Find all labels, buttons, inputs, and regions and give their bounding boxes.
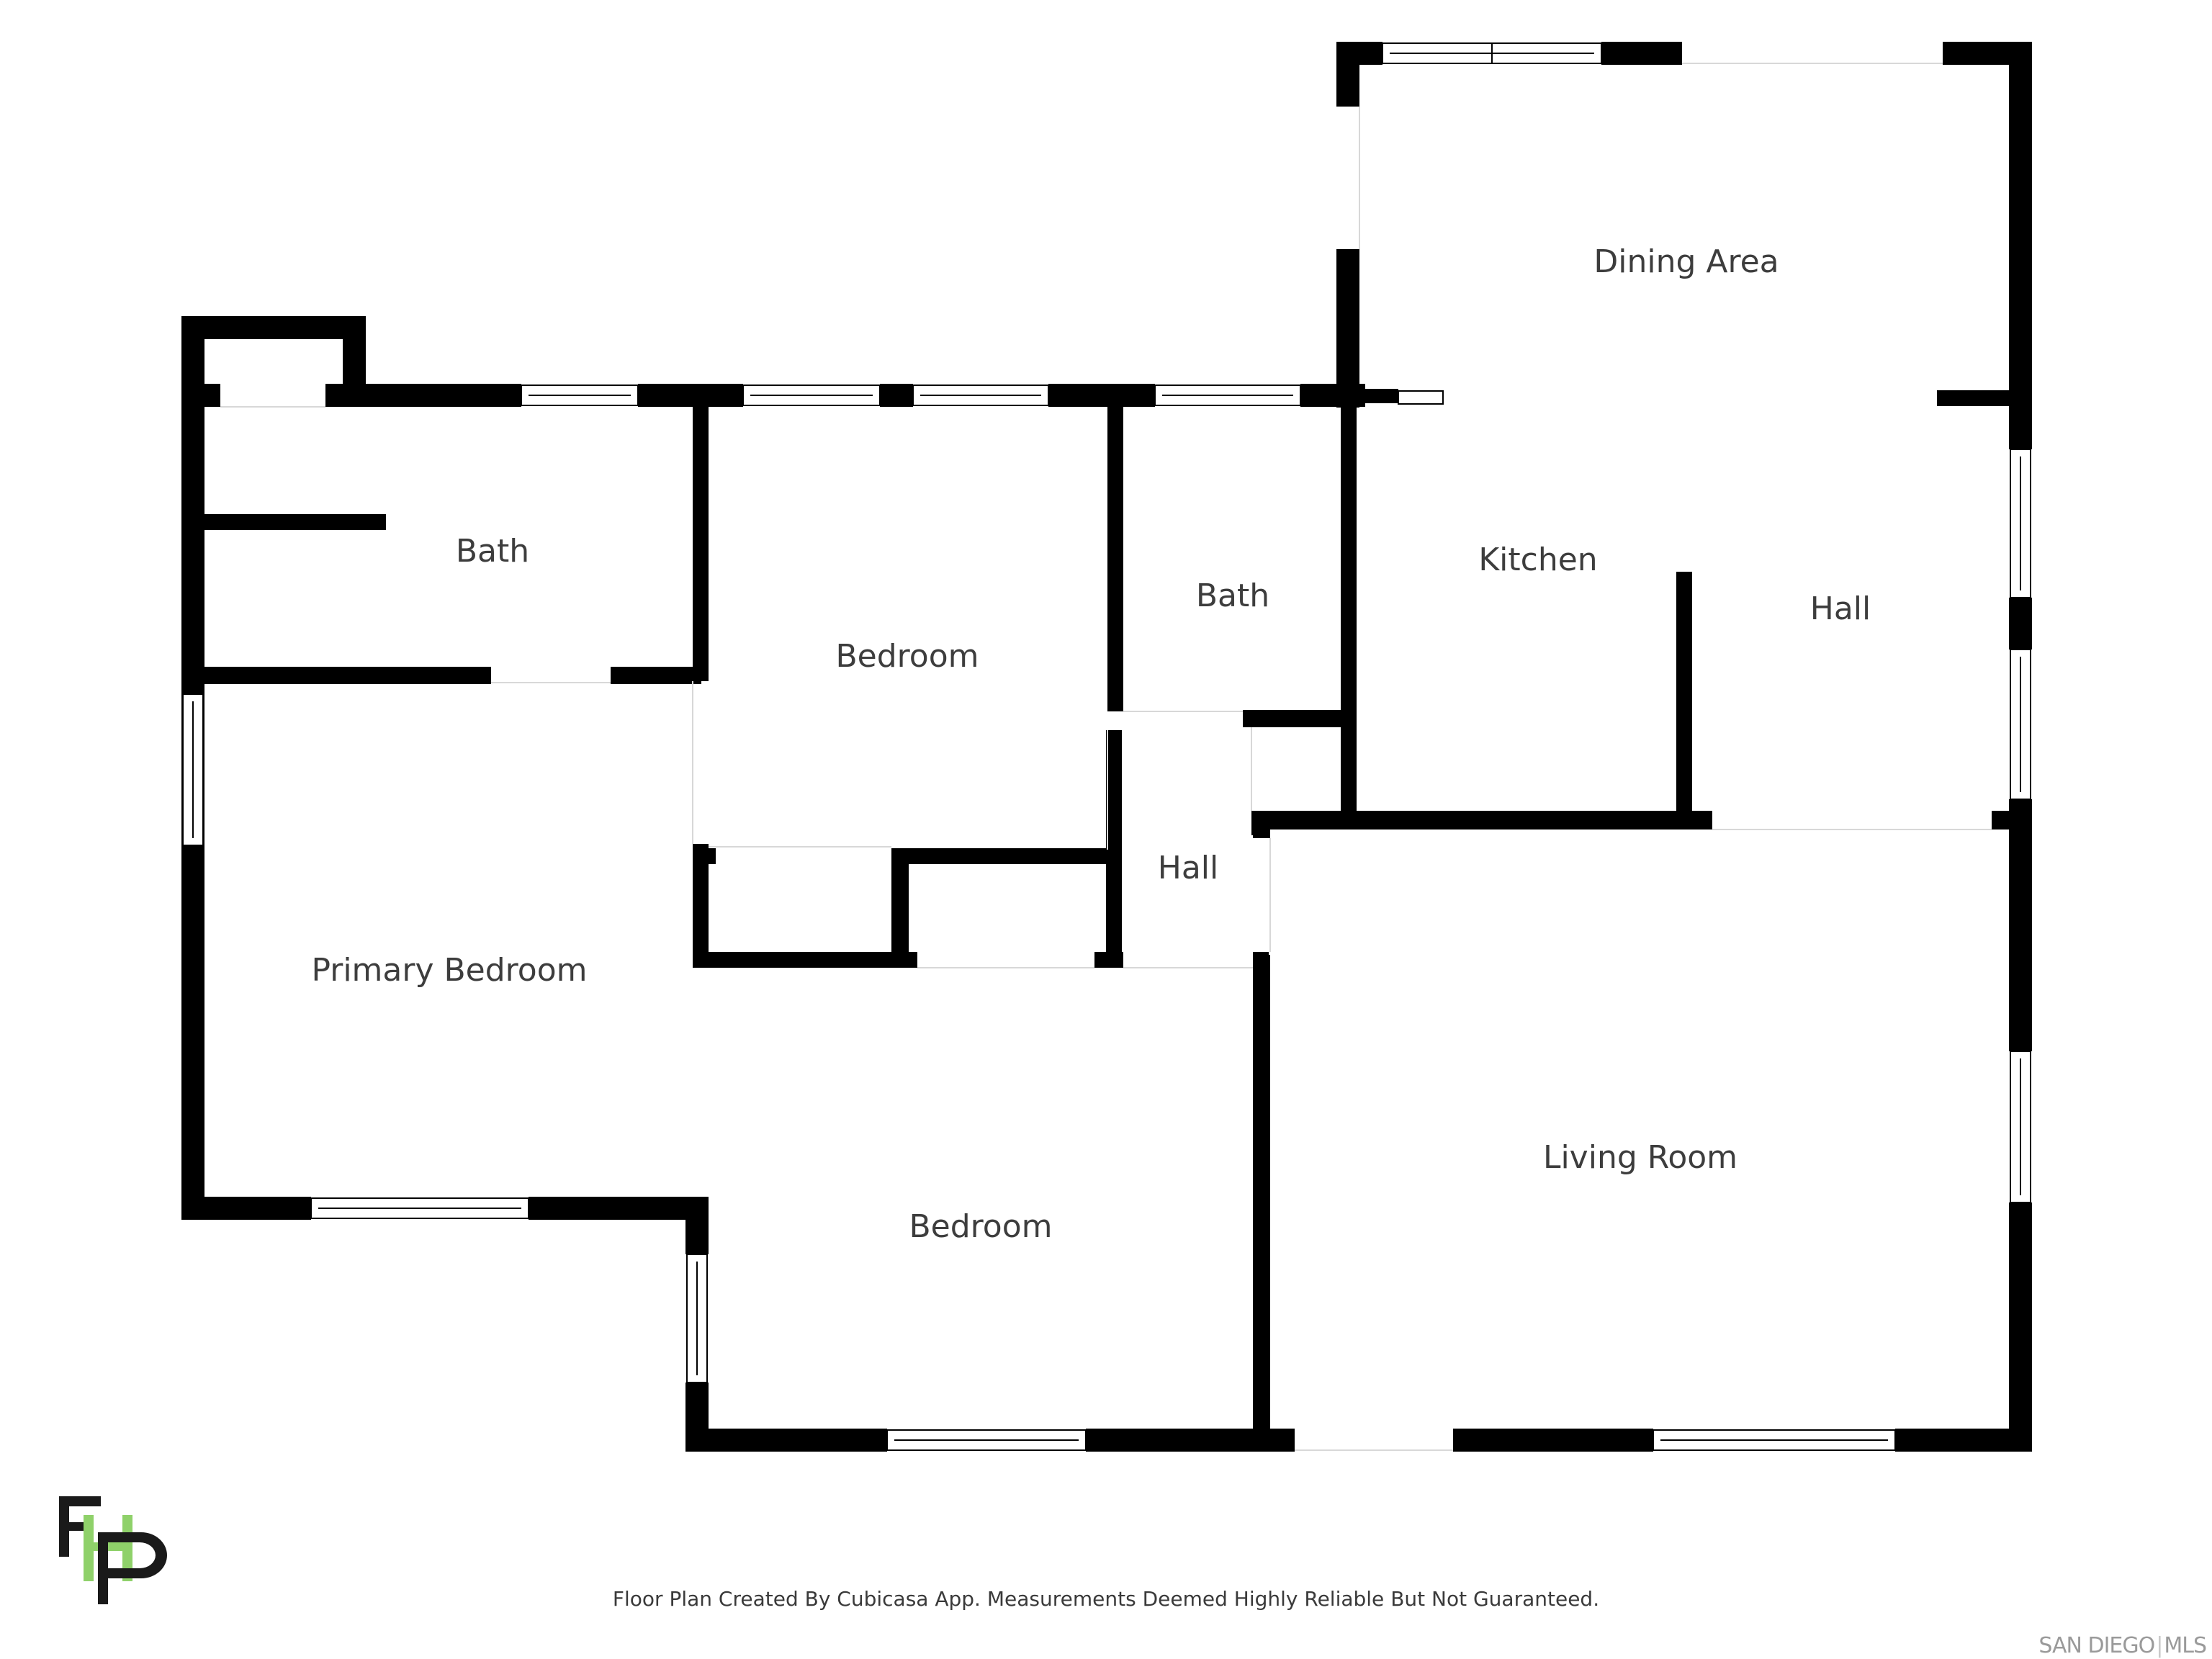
label-bedroom-north: Bedroom (835, 638, 979, 675)
windows (182, 42, 2031, 1451)
label-bedroom-south: Bedroom (909, 1208, 1052, 1245)
mls-left: SAN DIEGO (2038, 1633, 2155, 1658)
mls-separator: | (2156, 1633, 2163, 1658)
mls-watermark: SAN DIEGO|MLS (2038, 1633, 2207, 1658)
openings (220, 63, 1992, 1451)
walls (181, 42, 2032, 1452)
label-bath-center: Bath (1196, 577, 1269, 614)
disclaimer: Floor Plan Created By Cubicasa App. Meas… (612, 1587, 1600, 1611)
label-primary-bedroom: Primary Bedroom (311, 952, 587, 989)
room-labels: Dining Area Kitchen Hall Bath Bath Bedro… (311, 243, 1871, 1245)
label-hall-east: Hall (1810, 590, 1871, 627)
fhp-logo (59, 1496, 167, 1604)
label-bath-west: Bath (456, 533, 529, 570)
label-dining-area: Dining Area (1593, 243, 1779, 280)
label-hall-center: Hall (1158, 850, 1219, 886)
label-living-room: Living Room (1543, 1139, 1737, 1176)
label-kitchen: Kitchen (1478, 541, 1597, 578)
mls-right: MLS (2164, 1633, 2207, 1658)
